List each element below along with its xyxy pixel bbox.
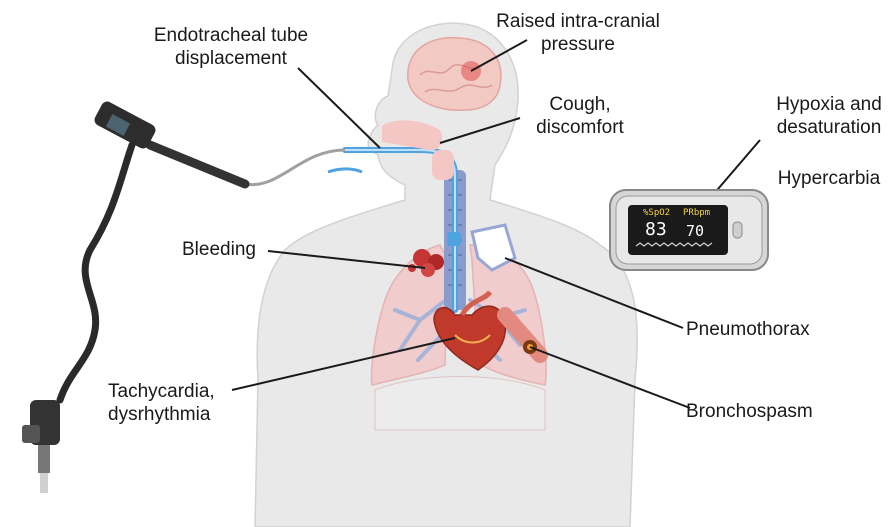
ett-label: Endotracheal tube displacement <box>142 24 320 70</box>
pr-header: PRbpm <box>683 208 710 218</box>
hypoxia-label: Hypoxia and desaturation <box>767 93 891 139</box>
hypoxia-label-line1: Hypoxia and <box>767 93 891 116</box>
ett-leader <box>298 68 380 148</box>
cough-label-line2: discomfort <box>520 116 640 139</box>
spo2-label: %SpO2 <box>643 208 670 218</box>
tachycardia-label: Tachycardia, dysrhythmia <box>108 380 215 426</box>
cough-label: Cough, discomfort <box>520 93 640 139</box>
pr-label: PRbpm <box>683 208 710 218</box>
hypoxia-leader <box>712 140 760 196</box>
icp-label-line2: pressure <box>478 33 678 56</box>
ett-label-line1: Endotracheal tube <box>142 24 320 47</box>
spo2-value: 83 <box>645 219 667 240</box>
tachycardia-label-line2: dysrhythmia <box>108 403 215 426</box>
spo2-header: %SpO2 <box>643 208 670 218</box>
ett-label-line2: displacement <box>142 47 320 70</box>
icp-label: Raised intra-cranial pressure <box>478 10 678 56</box>
pr-value: 70 <box>686 222 704 240</box>
icp-label-line1: Raised intra-cranial <box>478 10 678 33</box>
cough-label-line1: Cough, <box>520 93 640 116</box>
hypercarbia-label: Hypercarbia <box>767 167 891 190</box>
bronchospasm-label: Bronchospasm <box>686 400 813 423</box>
tachycardia-label-line1: Tachycardia, <box>108 380 215 403</box>
pneumothorax-label: Pneumothorax <box>686 318 810 341</box>
bleeding-label: Bleeding <box>182 238 256 261</box>
hypoxia-label-line2: desaturation <box>767 116 891 139</box>
